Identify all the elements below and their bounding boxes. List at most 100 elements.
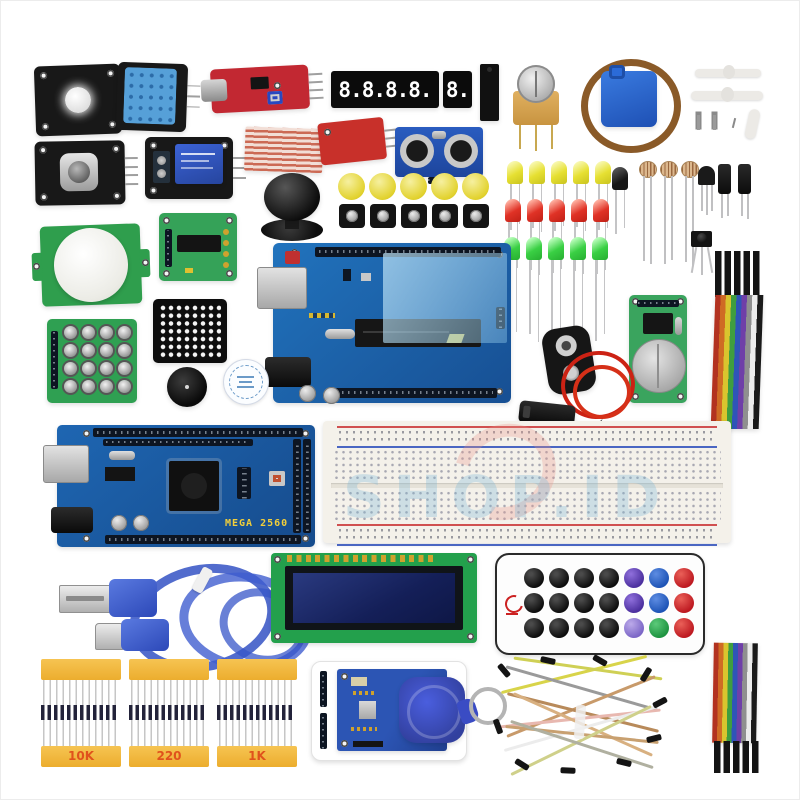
- tact-button: [432, 204, 458, 228]
- tape-strip: 220: [129, 746, 209, 767]
- wire-tip: [540, 656, 556, 665]
- remote-button: [549, 618, 569, 638]
- smd-ic: [105, 467, 135, 481]
- joystick-ball: [264, 173, 320, 221]
- pin-header: [51, 331, 58, 389]
- dht11-humidity-sensor: [115, 61, 201, 133]
- capacitor: [323, 387, 340, 404]
- pin-header: [293, 439, 301, 533]
- keypad-button: [100, 344, 113, 357]
- mounting-hole: [221, 142, 228, 149]
- servo-body: [601, 71, 657, 127]
- power-rail-bottom: [337, 524, 717, 546]
- barrel-jack: [265, 357, 311, 387]
- mounting-hole: [113, 192, 121, 200]
- sound-sensor-module: [200, 64, 324, 114]
- icsp-header: [237, 467, 251, 499]
- led-red: [505, 199, 521, 274]
- button-cap: [431, 173, 458, 200]
- usb-b-overmold: [121, 619, 169, 651]
- uln2003-driver-board: [159, 213, 237, 281]
- 9v-battery-clip: [517, 323, 647, 433]
- transistor-body: [698, 166, 715, 185]
- led-yellow: [551, 161, 567, 231]
- led-yellow: [529, 161, 545, 232]
- rfid-key-fob: [399, 677, 465, 743]
- seven-segment-4digit: 8.8.8.8.: [331, 71, 439, 108]
- pin-header: [124, 154, 139, 188]
- pin-header: [320, 713, 327, 749]
- joystick-thumb-cap: [259, 173, 325, 241]
- keypad-button: [118, 380, 131, 393]
- keypad-button: [100, 380, 113, 393]
- tape-strip: 10K: [41, 746, 121, 767]
- mounting-hole: [108, 120, 116, 128]
- gold-pad: [223, 229, 229, 235]
- crystal: [109, 451, 135, 460]
- usb-cable: [51, 550, 320, 686]
- red-wire-coil: [573, 365, 631, 419]
- pin-header: [303, 439, 311, 533]
- white-led: [64, 86, 92, 114]
- pin-header: [637, 300, 679, 307]
- mounting-hole: [150, 142, 157, 149]
- keypad-button: [82, 344, 95, 357]
- pin-header: [103, 439, 253, 446]
- yellow-button-caps: [338, 173, 492, 201]
- servo-wire-ring: [581, 59, 681, 153]
- usb-a-overmold: [109, 579, 157, 617]
- rotary-potentiometer: [511, 65, 561, 151]
- led-red: [571, 199, 587, 274]
- ldr: [639, 161, 657, 178]
- button-cap: [462, 173, 489, 200]
- snap-terminal: [554, 333, 579, 358]
- breadboard-830: [323, 421, 731, 546]
- mounting-hole: [41, 123, 50, 131]
- remote-button: [624, 568, 644, 588]
- remote-button: [649, 568, 669, 588]
- led-green: [548, 237, 564, 339]
- pir-tab: [139, 248, 151, 278]
- remote-button: [624, 618, 644, 638]
- pir-dome: [52, 226, 130, 304]
- ultrasonic-eye: [400, 134, 434, 168]
- screw: [713, 115, 716, 130]
- button-cap: [400, 173, 427, 200]
- resistor-bodies: [129, 705, 207, 720]
- dht11-body: [123, 67, 177, 125]
- led-red: [527, 199, 543, 275]
- knob-slot: [535, 71, 537, 97]
- lcd-bezel: [285, 566, 463, 630]
- smd-led: [185, 268, 193, 273]
- remote-button: [599, 618, 619, 638]
- terminal-strip: [333, 490, 721, 522]
- relay-module: [145, 137, 246, 199]
- piezo-buzzer: [167, 367, 207, 407]
- reset-button: [269, 471, 285, 486]
- center-groove: [331, 483, 723, 488]
- crystal: [675, 317, 682, 335]
- keypad-buttons: [64, 326, 131, 393]
- lcd-pin-pads: [287, 555, 437, 562]
- lcd-screen: [293, 573, 455, 623]
- pin-header: [327, 388, 497, 398]
- button-cap: [369, 173, 396, 200]
- mounting-hole: [39, 146, 47, 154]
- power-rail-top: [337, 426, 717, 448]
- rfid-set: [311, 659, 507, 761]
- mounting-hole: [40, 72, 48, 80]
- rainbow-ribbon-cable: [712, 642, 758, 744]
- remote-button: [674, 593, 694, 613]
- ic-notch: [487, 67, 492, 72]
- screw-terminal: [153, 151, 170, 183]
- tape-strip: 1K: [217, 746, 297, 767]
- gold-pad: [223, 262, 229, 268]
- crystal: [325, 329, 355, 339]
- ultrasonic-eye: [444, 134, 478, 168]
- resistor-packs: 10K 220 1K: [41, 659, 297, 771]
- led-dot-matrix-8x8: [153, 299, 227, 363]
- sensor-grid: [244, 126, 324, 174]
- rtc-module: [629, 295, 687, 403]
- seven-segment-1digit: 8.: [443, 71, 472, 108]
- led-yellow: [573, 161, 589, 231]
